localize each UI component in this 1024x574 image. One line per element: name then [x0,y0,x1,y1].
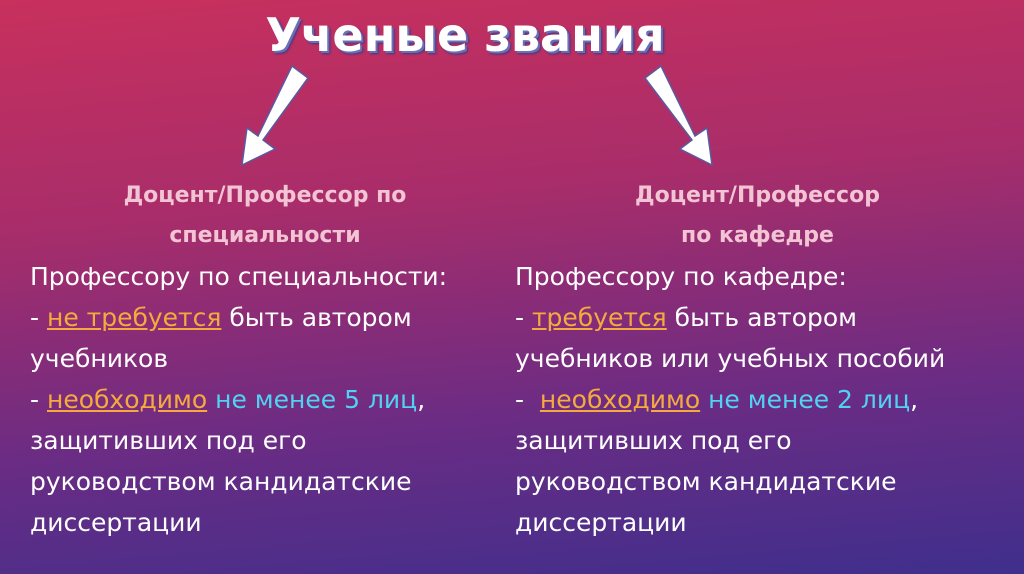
right-line2: учебников или учебных пособий [515,344,946,373]
left-req1: не требуется [46,303,222,332]
left-line3: - необходимо не менее 5 лиц, [30,379,500,420]
arrows [241,64,713,167]
right-heading-line1: Доцент/Профессор [635,183,880,208]
dash: - [30,385,47,414]
left-line4: защитивших под его [30,426,307,455]
right-req2: необходимо [539,385,701,414]
left-line2: учебников [30,344,169,373]
right-count: не менее 2 лиц [700,385,911,414]
left-line5: руководством кандидатские [30,467,412,496]
dash: - [515,303,532,332]
comma: , [910,385,919,414]
right-line6: диссертации [515,508,687,537]
left-intro: Профессору по специальности: [30,262,448,291]
right-intro: Профессору по кафедре: [515,262,847,291]
left-line6: диссертации [30,508,202,537]
right-heading-line2: по кафедре [681,223,834,248]
slide-title: Ученые звания [265,8,665,62]
right-req1: требуется [531,303,667,332]
dash: - [515,385,540,414]
right-line1: - требуется быть автором [515,297,1015,338]
left-heading-line2: специальности [169,223,361,248]
arrow-down-right-icon [643,64,713,167]
right-body: Профессору по кафедре: - требуется быть … [515,256,1015,543]
left-req2: необходимо [46,385,208,414]
right-line4: защитивших под его [515,426,792,455]
left-heading: Доцент/Профессор по специальности [30,176,500,256]
arrow-down-left-icon [241,64,310,167]
left-column: Доцент/Профессор по специальности Профес… [30,176,500,543]
right-line5: руководством кандидатские [515,467,897,496]
right-rest1: быть автором [666,303,858,332]
right-column: Доцент/Профессор по кафедре Профессору п… [515,176,1015,543]
right-heading: Доцент/Профессор по кафедре [500,176,1015,256]
comma: , [417,385,426,414]
left-body: Профессору по специальности: - не требуе… [30,256,500,543]
left-heading-line1: Доцент/Профессор по [123,183,407,208]
left-line1: - не требуется быть автором [30,297,500,338]
left-count: не менее 5 лиц [207,385,418,414]
dash: - [30,303,47,332]
right-line3: - необходимо не менее 2 лиц, [515,379,1015,420]
left-rest1: быть автором [221,303,412,332]
